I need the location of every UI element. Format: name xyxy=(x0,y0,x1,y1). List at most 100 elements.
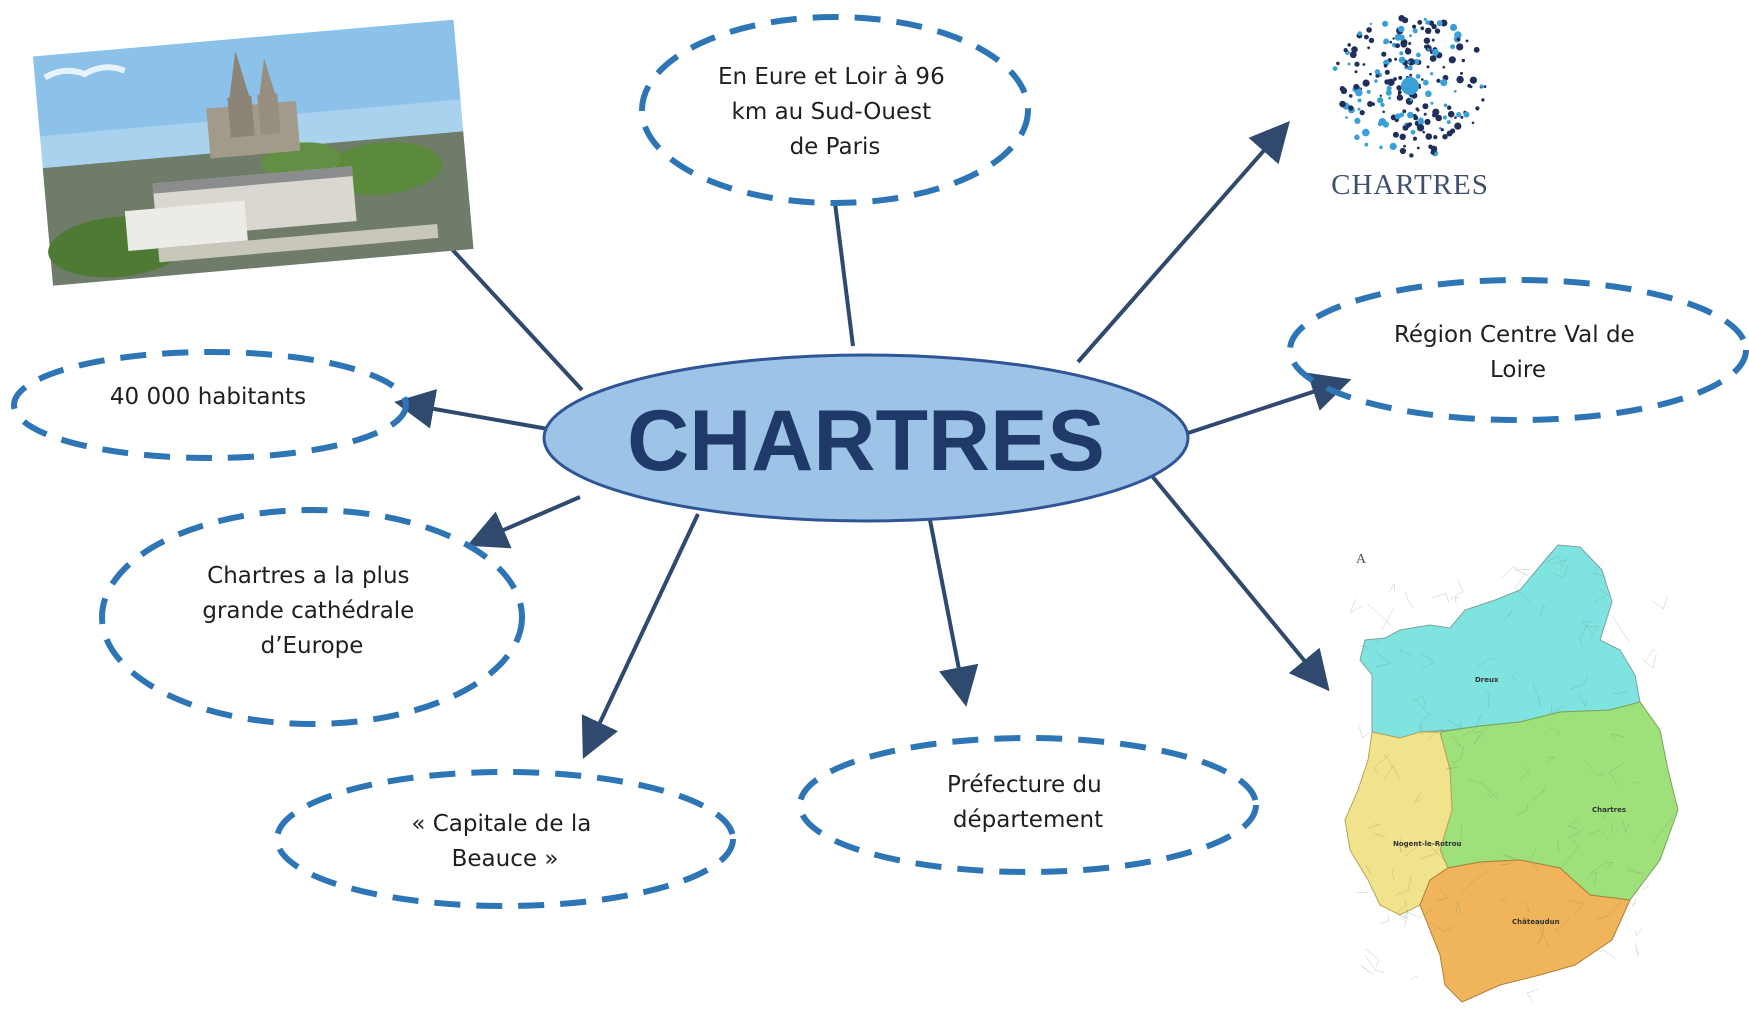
logo-dot xyxy=(1357,31,1362,36)
logo-dot xyxy=(1354,134,1360,141)
location-text: En Eure et Loir à 96 km au Sud-Ouest de … xyxy=(718,64,952,160)
commune-border xyxy=(1411,975,1418,980)
commune-border xyxy=(1652,818,1673,844)
commune-border xyxy=(1579,624,1588,648)
logo-dot xyxy=(1409,34,1412,38)
logo-dot xyxy=(1440,19,1448,27)
logo-dot xyxy=(1362,128,1370,137)
logo-dot xyxy=(1410,129,1416,135)
logo-dot xyxy=(1347,43,1351,47)
logo-dot xyxy=(1430,72,1434,76)
logo-dot xyxy=(1407,111,1414,119)
capital-beauce-bubble-outline xyxy=(274,769,736,909)
commune-border xyxy=(1418,722,1422,735)
logo-dot xyxy=(1348,105,1354,111)
logo-dot xyxy=(1394,57,1398,61)
logo-dot xyxy=(1423,112,1427,116)
map-label-dreux: Dreux xyxy=(1475,676,1499,684)
logo-dot xyxy=(1369,22,1373,26)
map-region-south xyxy=(1419,859,1631,1003)
logo-dot xyxy=(1392,37,1395,40)
commune-border xyxy=(1559,844,1580,869)
location-bubble-outline xyxy=(639,14,1031,206)
connector-location xyxy=(833,202,855,347)
logo-dot xyxy=(1398,25,1405,33)
logo-dot xyxy=(1456,112,1462,118)
logo-dot xyxy=(1384,79,1390,85)
commune-border xyxy=(1589,829,1608,839)
commune-border xyxy=(1632,899,1637,907)
logo-dot xyxy=(1443,103,1448,108)
logo-dot xyxy=(1375,73,1380,78)
logo-dot xyxy=(1446,120,1451,125)
logo-dot xyxy=(1409,153,1414,158)
logo-dot xyxy=(1434,28,1441,34)
commune-border xyxy=(1554,918,1570,933)
commune-border xyxy=(1365,865,1372,876)
commune-border xyxy=(1455,902,1463,916)
logo-dot xyxy=(1383,63,1388,68)
logo-dot xyxy=(1397,90,1402,95)
commune-border xyxy=(1420,653,1435,670)
logo-dot xyxy=(1440,79,1448,87)
commune-border xyxy=(1394,899,1407,915)
commune-border xyxy=(1392,870,1394,880)
commune-border xyxy=(1485,688,1490,709)
commune-border xyxy=(1452,736,1461,748)
commune-border xyxy=(1373,755,1389,774)
logo-dot xyxy=(1409,73,1413,77)
logo-dot xyxy=(1368,37,1375,44)
logo-dot xyxy=(1417,20,1423,25)
connector-map-arrow xyxy=(1150,474,1330,692)
logo-dot xyxy=(1422,130,1425,134)
commune-border xyxy=(1530,921,1545,936)
logo-dot xyxy=(1396,94,1404,101)
logo-dot xyxy=(1405,97,1413,105)
logo-dot xyxy=(1449,23,1458,32)
commune-border xyxy=(1548,727,1559,737)
commune-border xyxy=(1641,885,1649,890)
commune-border xyxy=(1526,989,1538,1004)
logo-dot xyxy=(1379,145,1383,150)
logo-dot xyxy=(1408,42,1412,45)
logo-dot xyxy=(1407,60,1411,64)
population-bubble-outline xyxy=(11,349,409,461)
commune-border xyxy=(1645,648,1657,661)
commune-border xyxy=(1502,854,1517,860)
logo-dot xyxy=(1381,51,1387,57)
logo-dot xyxy=(1436,78,1441,83)
logo-dot xyxy=(1413,58,1420,65)
commune-border xyxy=(1360,964,1374,976)
logo-dot xyxy=(1398,75,1403,80)
logo-dot xyxy=(1345,116,1348,119)
commune-border xyxy=(1524,900,1530,912)
central-title: CHARTRES xyxy=(627,393,1105,489)
logo-dot xyxy=(1450,44,1456,50)
logo-dot xyxy=(1448,56,1456,64)
logo-dot xyxy=(1398,56,1406,64)
logo-dot xyxy=(1440,128,1444,132)
logo-dot xyxy=(1392,131,1399,138)
logo-dot xyxy=(1369,72,1372,76)
logo-dot xyxy=(1417,119,1424,126)
logo-dot xyxy=(1396,85,1402,91)
commune-border xyxy=(1477,657,1496,668)
commune-border xyxy=(1457,824,1462,847)
cathedral-photo xyxy=(33,19,474,286)
commune-border xyxy=(1568,830,1582,846)
logo-dot xyxy=(1416,124,1425,132)
logo-dot xyxy=(1432,108,1440,116)
prefecture-text: Préfecture du département xyxy=(947,772,1109,833)
logo-dot xyxy=(1353,83,1360,90)
commune-border xyxy=(1431,593,1449,603)
logo-dot xyxy=(1399,147,1406,155)
commune-border xyxy=(1375,639,1379,645)
logo-dot xyxy=(1430,145,1438,153)
commune-border xyxy=(1427,728,1443,740)
logo-dot xyxy=(1435,114,1442,122)
logo-dot xyxy=(1442,115,1448,120)
logo-dot xyxy=(1463,111,1470,118)
logo-core xyxy=(1401,77,1419,95)
commune-border xyxy=(1602,804,1612,820)
map-region-north xyxy=(1359,544,1641,739)
